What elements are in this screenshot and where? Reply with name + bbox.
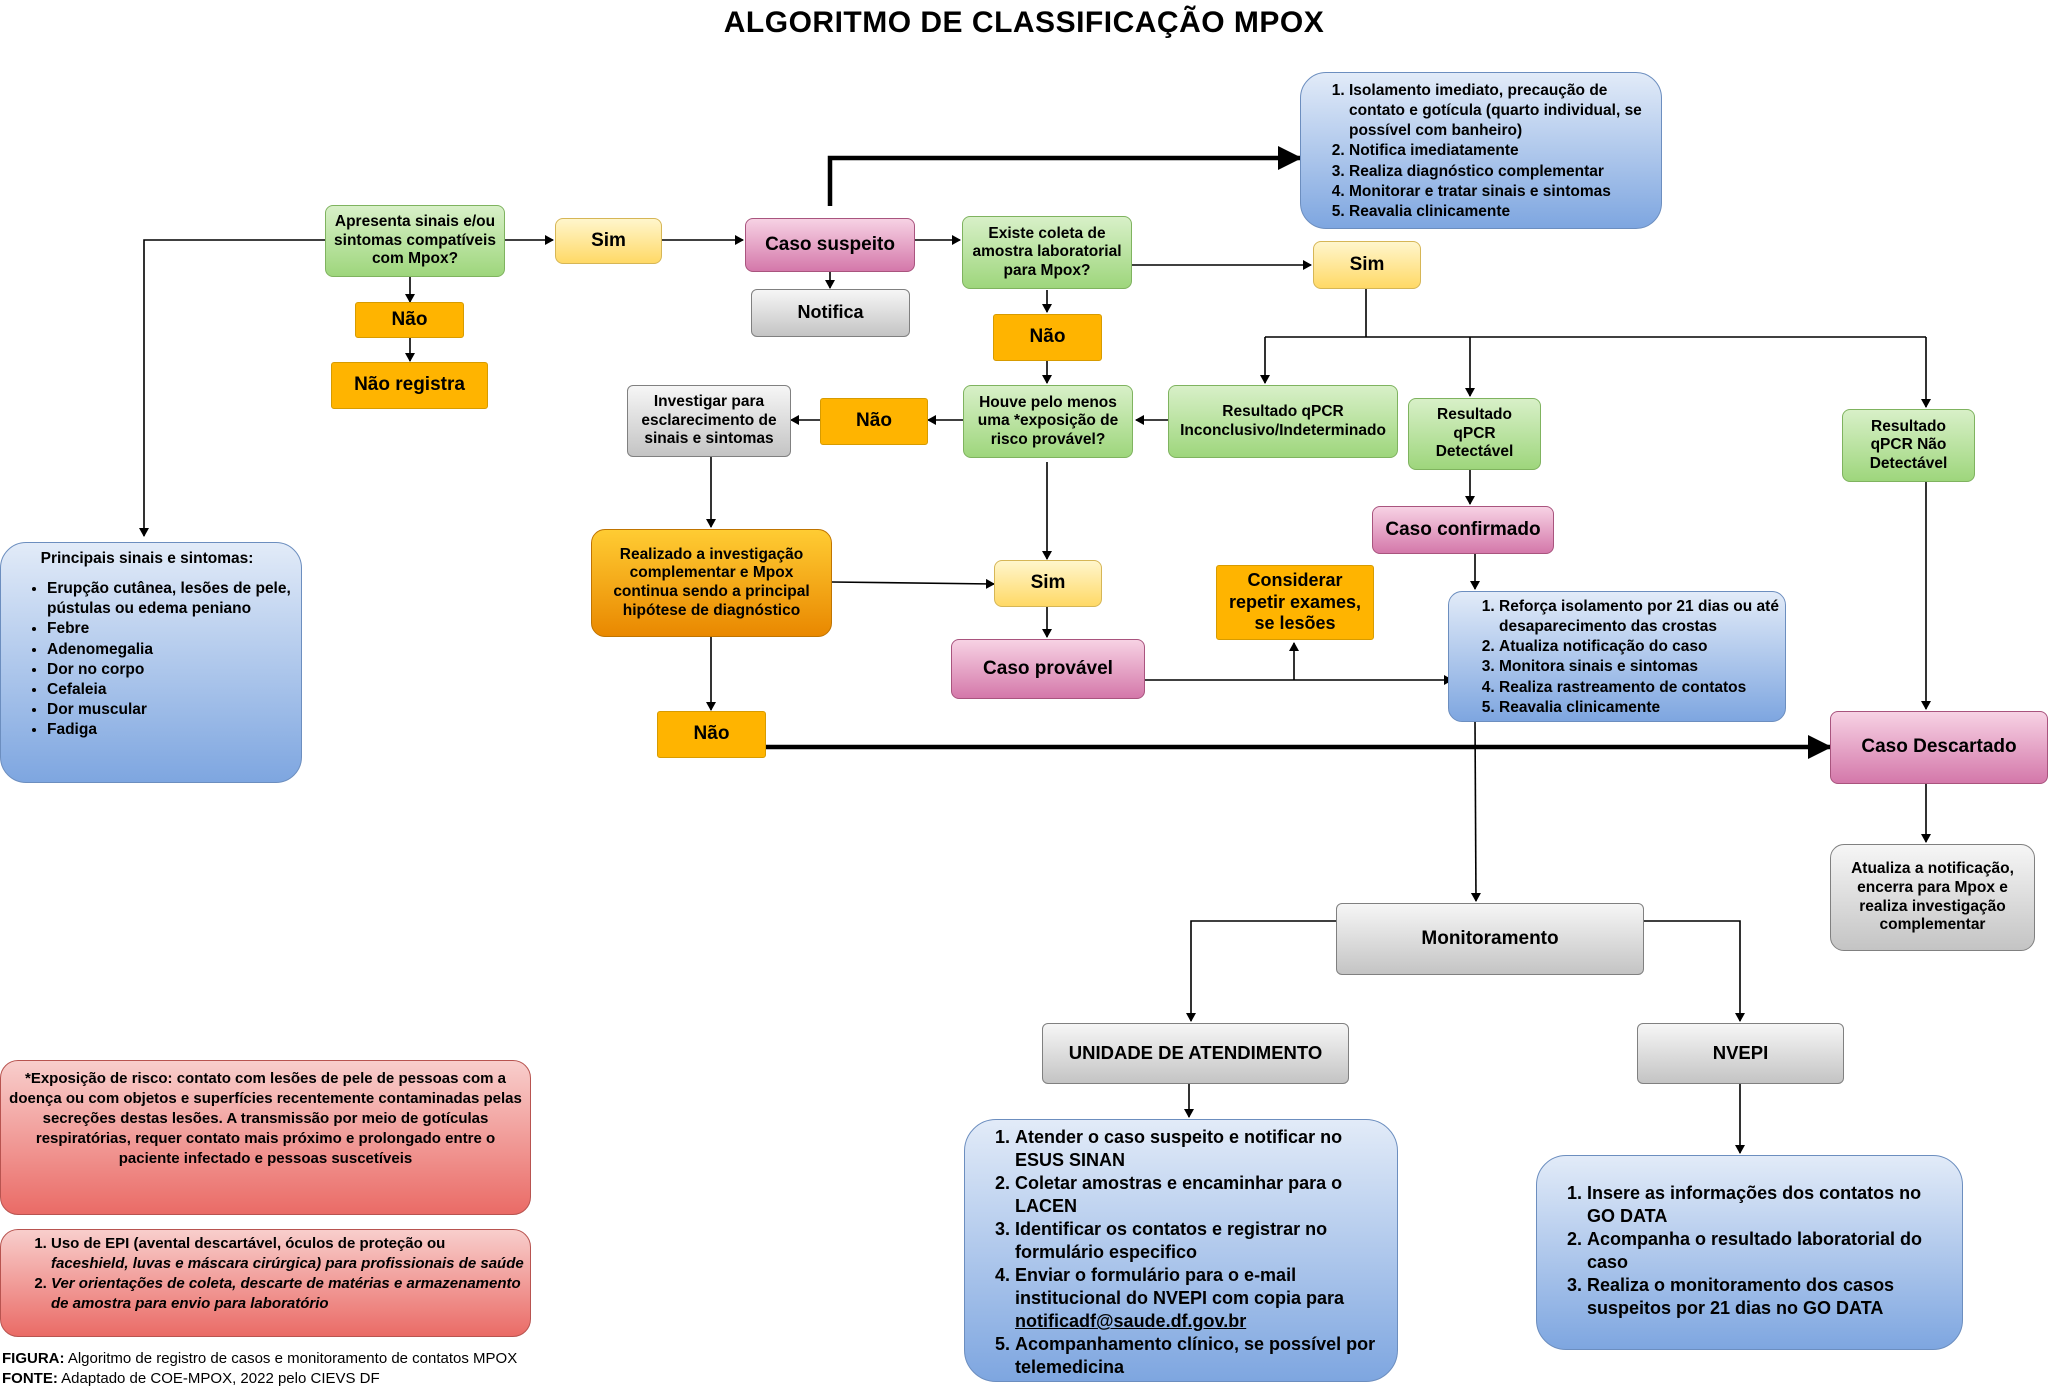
epi-note-italic: faceshield, luvas e máscara cirúrgica) p… (51, 1254, 524, 1272)
edge-monit-unidade (1186, 920, 1336, 1022)
symptoms-list: Erupção cutânea, lesões de pele, pústula… (1, 579, 293, 740)
node-atualiza-notificacao: Atualiza a notificação, encerra para Mpo… (1830, 844, 2035, 951)
node-notifica: Notifica (751, 289, 910, 337)
node-nao-1: Não (355, 302, 464, 338)
node-unidade-atendimento: UNIDADE DE ATENDIMENTO (1042, 1023, 1349, 1084)
node-sim-3: Sim (994, 560, 1102, 607)
symptoms-box: Principais sinais e sintomas: Erupção cu… (0, 542, 302, 783)
epi-note-item: Ver orientações de coleta, descarte de m… (51, 1274, 524, 1314)
confirmed-action-item: Realiza rastreamento de contatos (1499, 678, 1779, 698)
symptoms-heading: Principais sinais e sintomas: (40, 550, 254, 567)
node-apresenta-sinais: Apresenta sinais e/ou sintomas compatíve… (325, 205, 505, 277)
node-monitoramento: Monitoramento (1336, 903, 1644, 975)
node-caso-descartado: Caso Descartado (1830, 711, 2048, 784)
node-nao-3: Não (820, 398, 928, 445)
symptom-item: Dor muscular (47, 700, 293, 720)
suspect-action-item: Isolamento imediato, precaução de contat… (1349, 81, 1651, 141)
edge-to-inconclusivo (1265, 336, 1926, 383)
node-investigar: Investigar para esclarecimento de sinais… (627, 385, 791, 457)
epi-note-item: Uso de EPI (avental descartável, óculos … (51, 1234, 524, 1274)
unidade-action-item: Enviar o formulário para o e-mail instit… (1015, 1264, 1389, 1333)
nvepi-action-item: Acompanha o resultado laboratorial do ca… (1587, 1228, 1948, 1274)
unidade-actions-box: Atender o caso suspeito e notificar no E… (964, 1119, 1398, 1382)
symptom-item: Dor no corpo (47, 660, 293, 680)
node-resultado-detectavel: Resultado qPCR Detectável (1408, 398, 1541, 470)
confirmed-action-item: Reforça isolamento por 21 dias ou até de… (1499, 597, 1779, 637)
source-caption: FONTE: Adaptado de COE-MPOX, 2022 pelo C… (2, 1369, 380, 1389)
unidade-action-item: Acompanhamento clínico, se possível por … (1015, 1333, 1389, 1379)
confirmed-action-item: Monitora sinais e sintomas (1499, 657, 1779, 677)
figure-text: Algoritmo de registro de casos e monitor… (64, 1350, 518, 1367)
node-houve-exposicao: Houve pelo menos uma *exposição de risco… (963, 385, 1133, 458)
nvepi-action-item: Realiza o monitoramento dos casos suspei… (1587, 1274, 1948, 1320)
epi-note-plain: Uso de EPI (avental descartável, óculos … (51, 1235, 446, 1252)
node-existe-coleta: Existe coleta de amostra laboratorial pa… (962, 216, 1132, 289)
node-nao-2: Não (993, 314, 1102, 361)
symptom-item: Fadiga (47, 720, 293, 740)
suspect-action-item: Reavalia clinicamente (1349, 202, 1651, 222)
edge-acoes-monitoramento (1470, 721, 1481, 902)
exposicao-note-box: *Exposição de risco: contato com lesões … (0, 1060, 531, 1215)
node-resultado-inconclusivo: Resultado qPCR Inconclusivo/Indeterminad… (1168, 385, 1398, 458)
node-sim-2: Sim (1313, 241, 1421, 289)
exposicao-note-text: *Exposição de risco: contato com lesões … (9, 1070, 522, 1167)
confirmed-action-item: Atualiza notificação do caso (1499, 637, 1779, 657)
edge-suspeito-acoes-thick (827, 146, 1302, 206)
suspect-actions-box: Isolamento imediato, precaução de contat… (1300, 72, 1662, 229)
nvepi-actions-list: Insere as informações dos contatos no GO… (1537, 1182, 1948, 1320)
email-link[interactable]: notificadf@saude.df.gov.br (1015, 1311, 1247, 1332)
suspect-action-item: Realiza diagnóstico complementar (1349, 162, 1651, 182)
suspect-actions-list: Isolamento imediato, precaução de contat… (1301, 81, 1651, 222)
edge-monit-nvepi (1644, 920, 1745, 1022)
confirmed-actions-box: Reforça isolamento por 21 dias ou até de… (1448, 591, 1786, 722)
unidade-action-item: Identificar os contatos e registrar no f… (1015, 1218, 1389, 1264)
node-considerar-repetir: Considerar repetir exames, se lesões (1216, 565, 1374, 640)
source-label: FONTE: (2, 1370, 58, 1387)
epi-note-list: Uso de EPI (avental descartável, óculos … (1, 1234, 524, 1314)
epi-note-box: Uso de EPI (avental descartável, óculos … (0, 1229, 531, 1337)
confirmed-actions-list: Reforça isolamento por 21 dias ou até de… (1449, 597, 1779, 718)
edge-sinais-symptoms (139, 239, 325, 537)
node-caso-confirmado: Caso confirmado (1372, 506, 1554, 554)
suspect-action-item: Notifica imediatamente (1349, 141, 1651, 161)
page-title: ALGORITMO DE CLASSIFICAÇÃO MPOX (723, 6, 1325, 39)
edge-realizado-sim (831, 578, 995, 589)
unidade-action-item: Coletar amostras e encaminhar para o LAC… (1015, 1172, 1389, 1218)
symptom-item: Adenomegalia (47, 640, 293, 660)
symptom-item: Febre (47, 619, 293, 639)
symptom-item: Cefaleia (47, 680, 293, 700)
suspect-action-item: Monitorar e tratar sinais e sintomas (1349, 182, 1651, 202)
node-realizado-investigacao: Realizado a investigação complementar e … (591, 529, 832, 637)
symptom-item: Erupção cutânea, lesões de pele, pústula… (47, 579, 293, 619)
node-nvepi: NVEPI (1637, 1023, 1844, 1084)
node-nao-4: Não (657, 711, 766, 758)
unidade-action-text: Enviar o formulário para o e-mail instit… (1015, 1265, 1345, 1309)
node-nao-registra: Não registra (331, 362, 488, 409)
unidade-action-item: Atender o caso suspeito e notificar no E… (1015, 1126, 1389, 1172)
node-sim-1: Sim (555, 218, 662, 264)
source-text: Adaptado de COE-MPOX, 2022 pelo CIEVS DF (57, 1370, 380, 1387)
figure-caption: FIGURA: Algoritmo de registro de casos e… (2, 1349, 517, 1369)
nvepi-actions-box: Insere as informações dos contatos no GO… (1536, 1155, 1963, 1350)
node-resultado-nao-detectavel: Resultado qPCR Não Detectável (1842, 409, 1975, 482)
unidade-actions-list: Atender o caso suspeito e notificar no E… (965, 1126, 1389, 1379)
confirmed-action-item: Reavalia clinicamente (1499, 698, 1779, 718)
figure-label: FIGURA: (2, 1350, 65, 1367)
epi-note-italic: Ver orientações de coleta, descarte de m… (51, 1274, 521, 1312)
nvepi-action-item: Insere as informações dos contatos no GO… (1587, 1182, 1948, 1228)
node-caso-suspeito: Caso suspeito (745, 218, 915, 272)
node-caso-provavel: Caso provável (951, 639, 1145, 699)
